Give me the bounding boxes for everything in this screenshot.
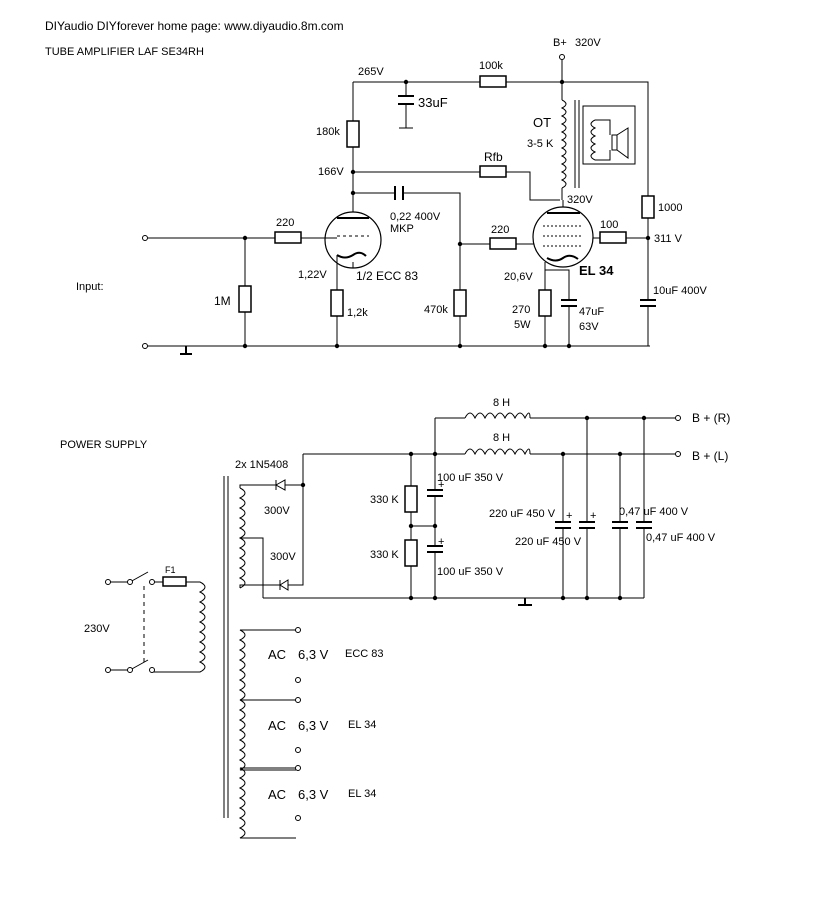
- label-ot: OT: [533, 115, 551, 130]
- label-33uf: 33uF: [418, 95, 448, 110]
- label-plus-c: +: [566, 510, 572, 522]
- label-plus-b: +: [438, 536, 444, 548]
- heater-winding-1: [238, 629, 296, 701]
- label-270: 270: [512, 304, 530, 316]
- label-ecc83: 1/2 ECC 83: [356, 269, 418, 283]
- label-100uf-a: 100 uF 350 V: [437, 472, 504, 484]
- label-220uf-b: 220 uF 450 V: [515, 536, 582, 548]
- label-330k-a: 330 K: [370, 494, 399, 506]
- label-330k-b: 330 K: [370, 549, 399, 561]
- label-choke-l: 8 H: [493, 432, 510, 444]
- heater-2-tube: EL 34: [348, 719, 376, 731]
- label-ot-impedance: 3-5 K: [527, 138, 554, 150]
- label-100: 100: [600, 219, 618, 231]
- label-265v: 265V: [358, 66, 384, 78]
- label-plus-a: +: [438, 479, 444, 491]
- resistor-220-el34-grid: [489, 237, 517, 250]
- label-047uf-b: 0,47 uF 400 V: [646, 532, 716, 544]
- label-100k: 100k: [479, 60, 503, 72]
- label-bplus-volt: 320V: [575, 37, 601, 49]
- heater-1-tube: ECC 83: [345, 648, 384, 660]
- amplifier-circuit: [142, 54, 656, 355]
- label-470k: 470k: [424, 304, 448, 316]
- label-0-22-cap: 0,22 400V: [390, 211, 441, 223]
- label-100uf-b: 100 uF 350 V: [437, 566, 504, 578]
- fuse-f1: [162, 576, 187, 587]
- resistor-180k: [346, 120, 360, 148]
- diode-lower: [279, 579, 289, 591]
- label-bplus-r: B + (R): [692, 411, 730, 425]
- resistor-rfb: [479, 165, 507, 178]
- speaker-icon: [611, 134, 618, 151]
- label-choke-r: 8 H: [493, 397, 510, 409]
- bplus-r-terminal: [675, 415, 681, 421]
- heater-3-volt: 6,3 V: [298, 787, 329, 802]
- resistor-1000: [641, 195, 655, 219]
- header-line-2: TUBE AMPLIFIER LAF SE34RH: [45, 46, 204, 58]
- heater-1-ac: AC: [268, 647, 286, 662]
- diode-upper: [274, 479, 286, 491]
- label-47uf: 47uF: [579, 306, 604, 318]
- bplus-terminal: [559, 54, 565, 60]
- mains-switch-top: [110, 571, 149, 583]
- ground-terminal: [142, 343, 148, 349]
- label-input: Input:: [76, 281, 104, 293]
- label-el34: EL 34: [579, 263, 614, 278]
- label-1-22v: 1,22V: [298, 269, 327, 281]
- mains-switch-bottom: [110, 659, 149, 671]
- heater-2-ac: AC: [268, 718, 286, 733]
- resistor-100k: [479, 75, 507, 88]
- heater-winding-3: [238, 767, 296, 839]
- label-5w: 5W: [514, 319, 531, 331]
- header-line-1: DIYaudio DIYforever home page: www.diyau…: [45, 19, 344, 33]
- resistor-470k: [453, 289, 467, 317]
- label-311v: 311 V: [654, 233, 683, 245]
- resistor-330k-a: [404, 485, 418, 513]
- power-supply-circuit: [105, 412, 681, 839]
- label-plus-d: +: [590, 510, 596, 522]
- label-300v-a: 300V: [264, 505, 290, 517]
- heater-3-ac: AC: [268, 787, 286, 802]
- label-1-2k: 1,2k: [347, 307, 368, 319]
- resistor-270: [538, 289, 552, 317]
- label-047uf-a: 0,47 uF 400 V: [619, 506, 689, 518]
- choke-left: [464, 448, 531, 456]
- heater-1-volt: 6,3 V: [298, 647, 329, 662]
- label-mains: 230V: [84, 623, 110, 635]
- psu-title: POWER SUPPLY: [60, 439, 148, 451]
- label-diodes: 2x 1N5408: [235, 459, 288, 471]
- label-220-el34: 220: [491, 224, 509, 236]
- heater-2-volt: 6,3 V: [298, 718, 329, 733]
- label-180k: 180k: [316, 126, 340, 138]
- label-1m: 1M: [214, 294, 231, 308]
- label-mkp: MKP: [390, 223, 414, 235]
- resistor-220-grid: [274, 231, 302, 244]
- bplus-l-terminal: [675, 451, 681, 457]
- resistor-330k-b: [404, 539, 418, 567]
- label-63v: 63V: [579, 321, 599, 333]
- choke-right: [464, 412, 531, 420]
- label-166v: 166V: [318, 166, 344, 178]
- label-20-6v: 20,6V: [504, 271, 533, 283]
- label-bplus: B+: [553, 37, 567, 49]
- label-300v-b: 300V: [270, 551, 296, 563]
- label-220uf-a: 220 uF 450 V: [489, 508, 556, 520]
- label-rfb: Rfb: [484, 150, 503, 164]
- label-fuse: F1: [165, 565, 176, 575]
- input-terminal: [142, 235, 148, 241]
- resistor-1-2k: [330, 289, 344, 317]
- label-320v-plate: 320V: [567, 194, 593, 206]
- heater-winding-2: [238, 699, 296, 771]
- label-10uf: 10uF 400V: [653, 285, 707, 297]
- resistor-100: [599, 231, 627, 244]
- heater-3-tube: EL 34: [348, 788, 376, 800]
- resistor-1m: [238, 285, 252, 313]
- label-220-grid: 220: [276, 217, 294, 229]
- label-1000: 1000: [658, 202, 682, 214]
- tube-ecc83: [324, 211, 382, 269]
- label-bplus-l: B + (L): [692, 449, 728, 463]
